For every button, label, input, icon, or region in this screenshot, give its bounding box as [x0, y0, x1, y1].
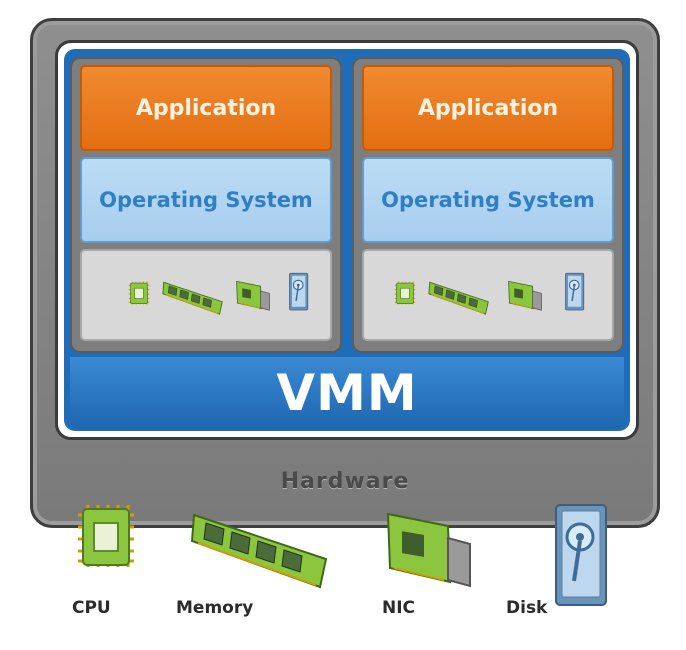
- vm1-operating-system: Operating System: [80, 157, 332, 243]
- hardware-label: Hardware: [280, 469, 410, 494]
- vm2-nic-icon: [506, 279, 544, 315]
- vm2-disk-icon: [564, 271, 586, 313]
- vmm-layer: VMM: [70, 357, 624, 429]
- disk-icon: [552, 500, 612, 612]
- vm1-memory-icon: [162, 275, 224, 317]
- vmm-label: VMM: [276, 364, 418, 422]
- virtual-machine-1: Application Operating System: [70, 57, 342, 353]
- vm2-virtual-hardware: [362, 249, 614, 341]
- vm2-cpu-icon: [394, 279, 416, 307]
- memory-icon: [190, 500, 330, 592]
- virtualization-host: Application Operating System Application…: [55, 40, 639, 440]
- vm1-disk-icon: [288, 271, 310, 313]
- vm2-application: Application: [362, 65, 614, 151]
- disk-caption: Disk: [506, 598, 548, 618]
- vm2-memory-icon: [428, 275, 490, 317]
- nic-caption: NIC: [382, 598, 416, 618]
- vm1-nic-icon: [234, 279, 272, 315]
- cpu-icon: [76, 500, 136, 572]
- memory-caption: Memory: [176, 598, 254, 618]
- vm1-cpu-icon: [128, 279, 150, 307]
- vm1-virtual-hardware: [80, 249, 332, 341]
- cpu-caption: CPU: [72, 598, 111, 618]
- vm2-operating-system: Operating System: [362, 157, 614, 243]
- virtual-machine-2: Application Operating System: [352, 57, 624, 353]
- nic-icon: [384, 508, 474, 598]
- host-inner: Application Operating System Application…: [64, 49, 630, 431]
- vm1-application: Application: [80, 65, 332, 151]
